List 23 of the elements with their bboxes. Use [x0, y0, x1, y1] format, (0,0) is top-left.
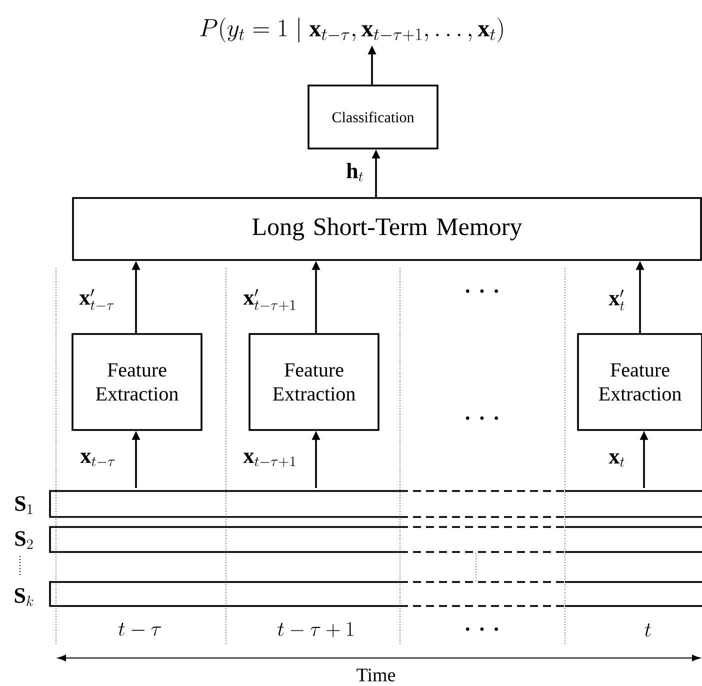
signal-label: $\mathbf{S}_2$: [15, 531, 33, 549]
signal-label: $\mathbf{S}_k$: [14, 588, 34, 606]
axis-label: Time: [356, 668, 396, 682]
edge-label: $\mathbf{x}_t$: [608, 453, 624, 467]
probability-formula: $P(y_t = 1 \mid \mathbf{x}_{t-\tau}, \mathbf{x}_{t-\tau+1}, \ldots, \mathbf{x}_t)$: [200, 18, 503, 42]
edge-label: $\mathbf{h}_t$: [346, 162, 363, 182]
time-step-label: $t-\tau$: [118, 622, 162, 636]
time-step-label: $t$: [644, 623, 652, 637]
ellipsis: $\mathbf{\cdots}$: [466, 627, 498, 631]
process-box: Classification: [308, 84, 438, 150]
ellipsis: $\mathbf{\cdots}$: [466, 416, 498, 420]
process-box: Feature Extraction: [248, 333, 380, 431]
process-box: Feature Extraction: [577, 333, 702, 431]
edge-label: $\mathbf{x}_{t-\tau+1}$: [243, 452, 296, 468]
process-box: Long Short-Term Memory: [72, 197, 702, 261]
edge-label: $\mathbf{x}'_t$: [608, 290, 624, 310]
edge-label: $\mathbf{x}'_{t-\tau+1}$: [243, 289, 296, 311]
process-box: Feature Extraction: [72, 333, 202, 431]
edge-label: $\mathbf{x}_{t-\tau}$: [80, 452, 115, 466]
time-step-label: $t-\tau+1$: [278, 622, 354, 638]
signal-label: $\mathbf{S}_1$: [15, 496, 32, 514]
ellipsis: $\mathbf{\cdots}$: [466, 289, 498, 293]
edge-label: $\mathbf{x}'_{t-\tau}$: [79, 289, 114, 310]
